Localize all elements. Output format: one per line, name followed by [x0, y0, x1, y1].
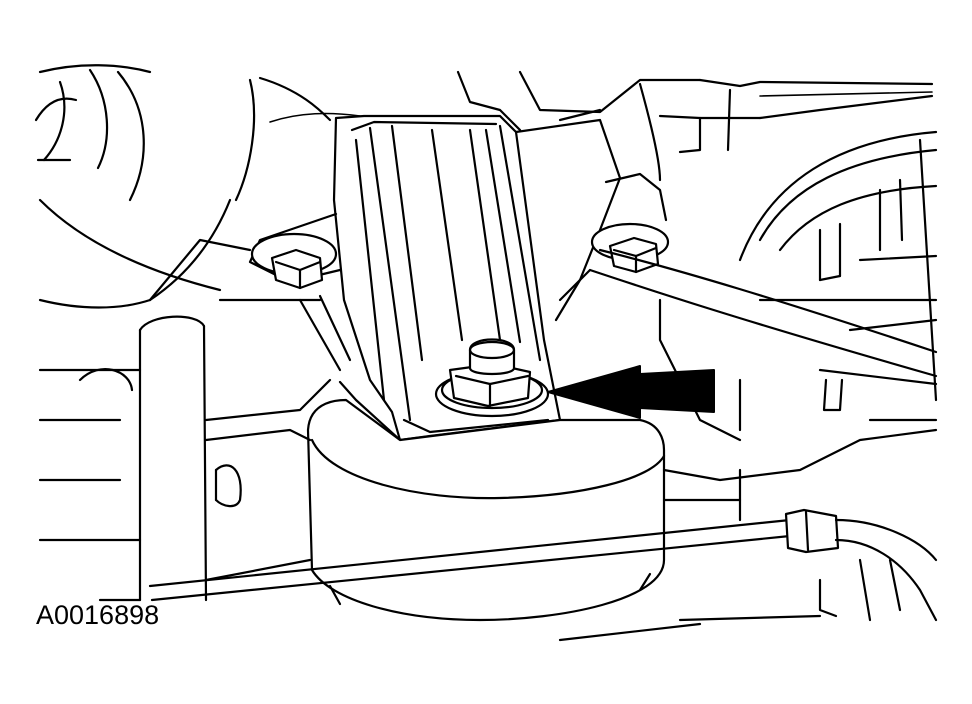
- right-side-lines: [738, 130, 938, 422]
- lower-right-housing: [662, 428, 938, 522]
- lower-line: [148, 508, 938, 642]
- figure-id-label: A0016898: [36, 600, 160, 630]
- rubber-mount: [306, 398, 666, 622]
- engine-block-upper-left: [34, 64, 361, 302]
- left-frame-rail: [38, 238, 332, 602]
- mount-nut: [434, 338, 550, 418]
- left-bracket-bolt: [250, 232, 338, 290]
- transmission-housing: [456, 70, 934, 182]
- right-bracket-bolt: [590, 222, 670, 274]
- arrow-left-icon: [547, 365, 715, 419]
